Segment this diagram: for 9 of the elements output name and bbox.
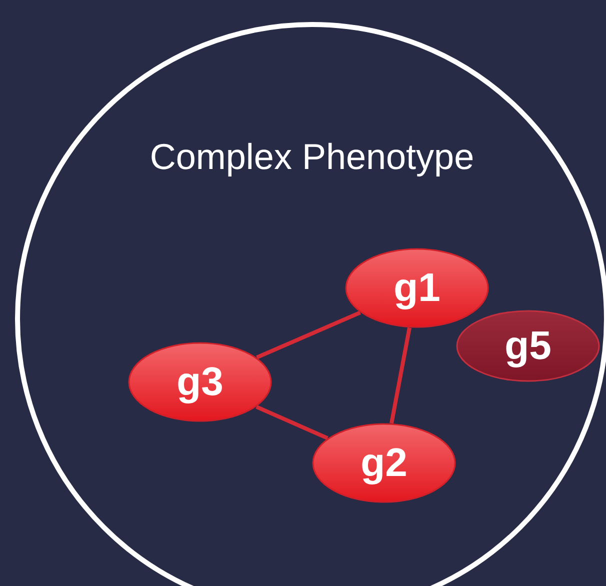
- gene-label: g2: [360, 440, 408, 486]
- connector-line: [256, 310, 362, 360]
- heading-text: Complex Phenotype: [148, 135, 476, 179]
- gene-label: g5: [504, 324, 552, 368]
- gene-label: g1: [394, 266, 440, 310]
- gene-label: g3: [176, 360, 224, 404]
- phenotype-circle: [15, 22, 606, 586]
- connector-line: [390, 327, 412, 424]
- connector-line: [256, 405, 328, 440]
